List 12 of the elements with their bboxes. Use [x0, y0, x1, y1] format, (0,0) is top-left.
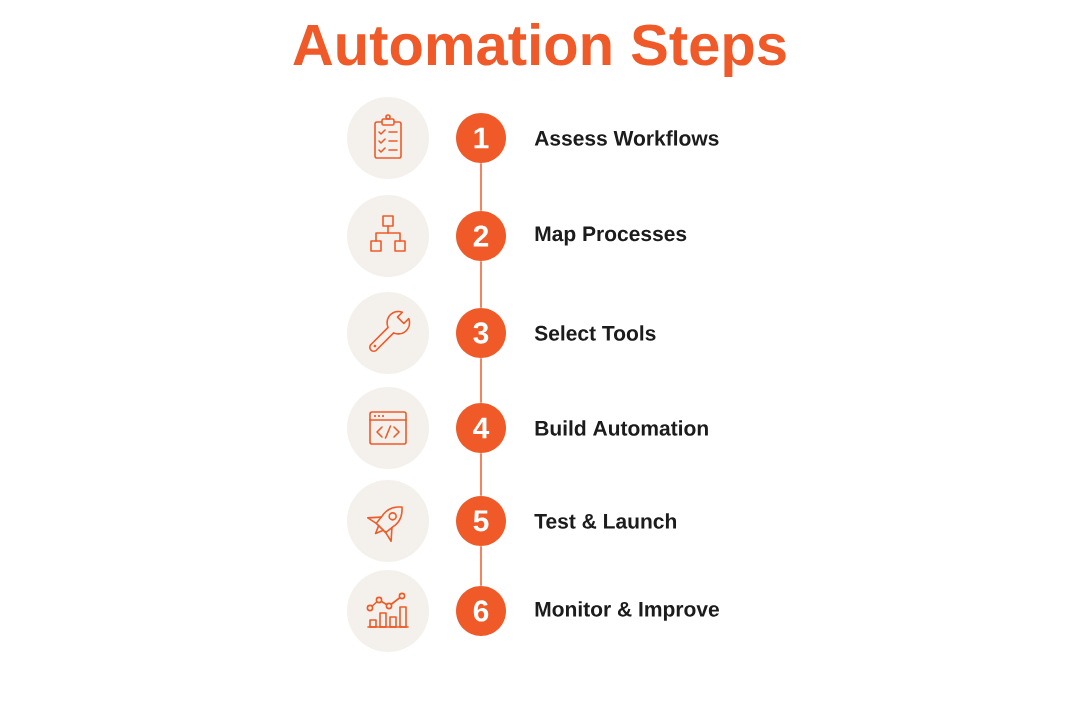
step-label: Select Tools — [534, 325, 656, 341]
step-label: Assess Workflows — [534, 130, 719, 146]
connector-line — [480, 162, 482, 212]
connector-line — [480, 357, 482, 404]
connector-line — [480, 545, 482, 587]
title: Automation Steps — [293, 22, 786, 77]
connector-line — [480, 452, 482, 497]
step-label: Map Processes — [535, 226, 687, 246]
step-label: Build Automation — [535, 420, 708, 436]
step-label: Test & Launch — [534, 513, 676, 529]
connector-line — [480, 260, 482, 309]
step-label: Monitor & Improve — [535, 601, 719, 621]
